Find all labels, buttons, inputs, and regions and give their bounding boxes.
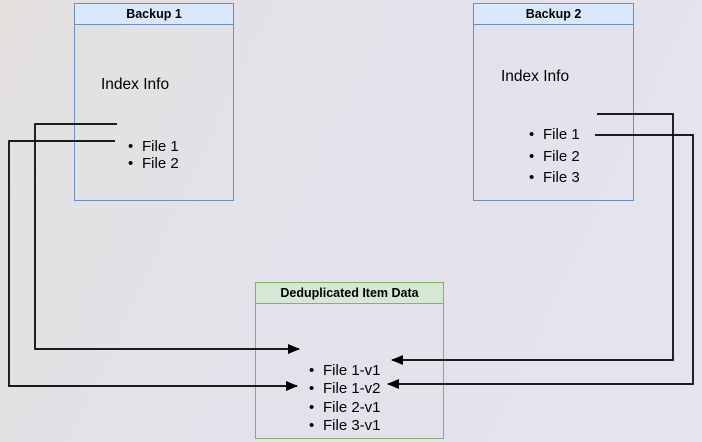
dedup-item-file1-v1: File 1-v1 bbox=[309, 362, 381, 381]
backup1-box: Backup 1 Index Info File 1 File 2 bbox=[74, 3, 234, 201]
backup2-file-3: File 3 bbox=[529, 167, 580, 189]
backup1-body: Index Info File 1 File 2 bbox=[75, 25, 233, 200]
backup2-file-list: File 1 File 2 File 3 bbox=[529, 124, 580, 189]
dedup-title: Deduplicated Item Data bbox=[256, 283, 443, 304]
dedup-item-file2-v1: File 2-v1 bbox=[309, 399, 381, 418]
dedup-item-list: File 1-v1 File 1-v2 File 2-v1 File 3-v1 bbox=[309, 362, 381, 435]
backup2-file-1: File 1 bbox=[529, 124, 580, 146]
backup2-index-info-label: Index Info bbox=[501, 68, 570, 85]
backup1-file-1: File 1 bbox=[128, 138, 179, 155]
backup1-file-list: File 1 File 2 bbox=[128, 138, 179, 172]
dedup-body: File 1-v1 File 1-v2 File 2-v1 File 3-v1 bbox=[256, 304, 443, 438]
backup1-index-info-label: Index Info bbox=[101, 76, 170, 93]
backup2-title: Backup 2 bbox=[474, 4, 633, 25]
dedup-item-file1-v2: File 1-v2 bbox=[309, 380, 381, 399]
dedup-item-file3-v1: File 3-v1 bbox=[309, 417, 381, 436]
backup2-body: Index Info File 1 File 2 File 3 bbox=[474, 25, 633, 200]
backup1-file-2: File 2 bbox=[128, 155, 179, 172]
backup2-file-2: File 2 bbox=[529, 146, 580, 168]
backup1-title: Backup 1 bbox=[75, 4, 233, 25]
deduplicated-item-data-box: Deduplicated Item Data File 1-v1 File 1-… bbox=[255, 282, 444, 439]
backup2-box: Backup 2 Index Info File 1 File 2 File 3 bbox=[473, 3, 634, 201]
